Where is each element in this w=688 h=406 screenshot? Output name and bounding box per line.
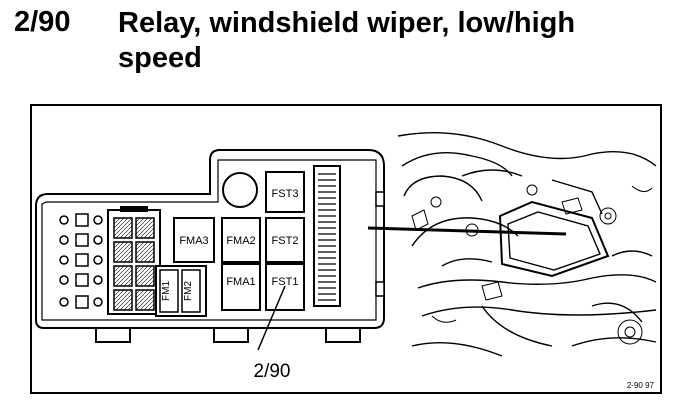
figure-reference: 2-90 97 — [627, 381, 655, 390]
relay-label-fst1: FST1 — [272, 276, 299, 288]
relay-label-fm2: FM2 — [183, 281, 194, 301]
relay-label-fm1: FM1 — [161, 281, 172, 301]
fuse-box-diagram: FM1 FM2 FST3 FMA3 FMA2 FST2 FMA1 FST1 2/… — [35, 131, 657, 390]
connector-column — [59, 213, 103, 309]
side-notch — [375, 191, 385, 207]
relay-label-fma1: FMA1 — [226, 276, 255, 288]
component-title: Relay, windshield wiper, low/high speed — [118, 7, 576, 74]
location-pointer — [367, 226, 567, 236]
ribbed-strip — [313, 165, 341, 307]
diagram-frame: FM1 FM2 FST3 FMA3 FMA2 FST2 FMA1 FST1 2/… — [30, 104, 662, 394]
relay-grid — [173, 171, 305, 311]
relay-label-fma3: FMA3 — [179, 235, 208, 247]
round-port — [222, 172, 258, 208]
relay-label-fst2: FST2 — [272, 235, 299, 247]
side-notch — [375, 281, 385, 297]
fuse-box-outline — [35, 149, 385, 329]
component-code: 2/90 — [14, 6, 71, 38]
fuse-block — [107, 206, 161, 315]
relay-label-fst3: FST3 — [272, 188, 299, 200]
engine-bay-illustration — [397, 131, 657, 357]
relay-label-fma2: FMA2 — [226, 235, 255, 247]
mounting-feet — [95, 327, 361, 343]
callout-label: 2/90 — [254, 361, 291, 382]
callout-leader — [257, 285, 286, 351]
relay-group-small — [155, 265, 207, 317]
